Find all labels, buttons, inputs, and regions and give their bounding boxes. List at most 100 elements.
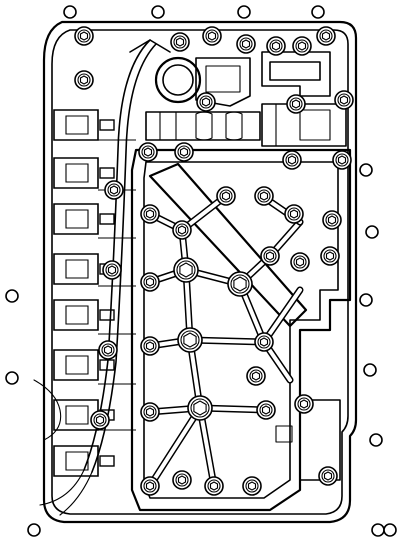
harness-wire-a (83, 39, 151, 471)
wire-clip-5 (99, 309, 115, 321)
plate-outline (130, 148, 352, 512)
bolt-washer-36 (143, 479, 157, 493)
wire-clip-1 (99, 119, 115, 131)
bolt-head-29 (183, 332, 197, 348)
bolt-head-39 (247, 481, 257, 491)
bolt-head-25 (233, 276, 247, 292)
solenoid-block-5 (53, 299, 99, 331)
bolt-head-1 (79, 31, 89, 41)
bolt-head-7 (321, 31, 331, 41)
bolt-washer-23 (143, 275, 157, 289)
bolt-head-42 (107, 265, 117, 275)
solenoid-connector-3 (65, 209, 89, 229)
bolt-washer-5 (269, 39, 283, 53)
outer-hole-4 (311, 5, 325, 19)
outer-hole-12 (27, 523, 41, 537)
bolt-head-30 (259, 337, 269, 347)
bolt-head-33 (193, 400, 207, 416)
bolt-washer-7 (319, 29, 333, 43)
bolt-bosses (74, 26, 354, 496)
bolt-washer-25 (230, 274, 250, 294)
bolt-washer-11 (337, 93, 351, 107)
bolt-head-40 (323, 471, 333, 481)
bolt-head-23 (145, 277, 155, 287)
bolt-washer-32 (143, 405, 157, 419)
bolt-washer-19 (175, 223, 189, 237)
bolt-washer-17 (219, 189, 233, 203)
bolt-head-22 (265, 251, 275, 261)
bolt-washer-6 (295, 39, 309, 53)
bolt-washer-4 (239, 37, 253, 51)
bolt-washer-41 (107, 183, 121, 197)
bolt-washer-31 (249, 369, 263, 383)
bolt-washer-22 (263, 249, 277, 263)
outer-hole-6 (365, 225, 379, 239)
separator-plate (130, 148, 352, 512)
solenoid-connector-7 (65, 405, 89, 425)
bolt-washer-3 (205, 29, 219, 43)
solenoid-connector-4 (65, 259, 89, 279)
solenoid-connector-8 (65, 451, 89, 471)
rib-fill-15 (262, 288, 302, 344)
bolt-washer-28 (143, 339, 157, 353)
bolt-head-26 (295, 257, 305, 267)
bolt-washer-18 (143, 207, 157, 221)
bolt-head-36 (145, 481, 155, 491)
bolt-head-9 (201, 97, 211, 107)
solenoid-block-6 (53, 349, 99, 381)
outer-hole-5 (359, 163, 373, 177)
harness-wire-end (39, 469, 93, 516)
outer-hole-13 (5, 289, 19, 303)
solenoid-block-2 (53, 157, 99, 189)
bolt-head-19 (177, 225, 187, 235)
solenoid-block-4 (53, 253, 99, 285)
accumulator-outer (154, 56, 202, 104)
bolt-head-12 (143, 147, 153, 157)
bolt-head-11 (339, 95, 349, 105)
bolt-washer-38 (207, 479, 221, 493)
right-spool-detail (275, 103, 331, 147)
harness-loop-left (33, 379, 62, 441)
bolt-washer-8 (77, 73, 91, 87)
outer-hole-2 (151, 5, 165, 19)
wire-clip-3 (99, 213, 115, 225)
bolt-head-6 (297, 41, 307, 51)
outer-hole-1 (63, 5, 77, 19)
bolt-washer-16 (257, 189, 271, 203)
bolt-head-27 (325, 251, 335, 261)
bolt-washer-40 (321, 469, 335, 483)
upper-middle-block-inner (205, 65, 241, 93)
right-spool-housing (261, 103, 347, 147)
bolt-head-15 (337, 155, 347, 165)
bolt-washer-43 (101, 343, 115, 357)
bolt-washer-39 (245, 479, 259, 493)
spool-housing (145, 111, 261, 141)
bolt-head-24 (179, 262, 193, 278)
plate-inner-outline (143, 161, 339, 499)
bolt-washer-29 (180, 330, 200, 350)
bolt-head-35 (299, 399, 309, 409)
bolt-washer-37 (175, 473, 189, 487)
bolt-head-17 (221, 191, 231, 201)
bolt-head-32 (145, 407, 155, 417)
bolt-head-8 (79, 75, 89, 85)
solenoid-connector-2 (65, 163, 89, 183)
bolt-boss-24 (173, 257, 199, 283)
outer-hole-9 (369, 433, 383, 447)
bolt-washer-30 (257, 335, 271, 349)
bolt-head-34 (261, 405, 271, 415)
bolt-washer-1 (77, 29, 91, 43)
bolt-washer-12 (141, 145, 155, 159)
outer-hole-10 (371, 523, 385, 537)
bolt-boss-25 (227, 271, 253, 297)
outer-hole-8 (363, 363, 377, 377)
bolt-head-43 (103, 345, 113, 355)
solenoid-connector-5 (65, 305, 89, 325)
bolt-washer-15 (335, 153, 349, 167)
bolt-head-44 (95, 415, 105, 425)
upper-components (129, 39, 347, 147)
bolt-boss-33 (187, 395, 213, 421)
accumulator-inner (162, 64, 194, 96)
solenoid-connector-6 (65, 355, 89, 375)
outer-hole-14 (5, 371, 19, 385)
